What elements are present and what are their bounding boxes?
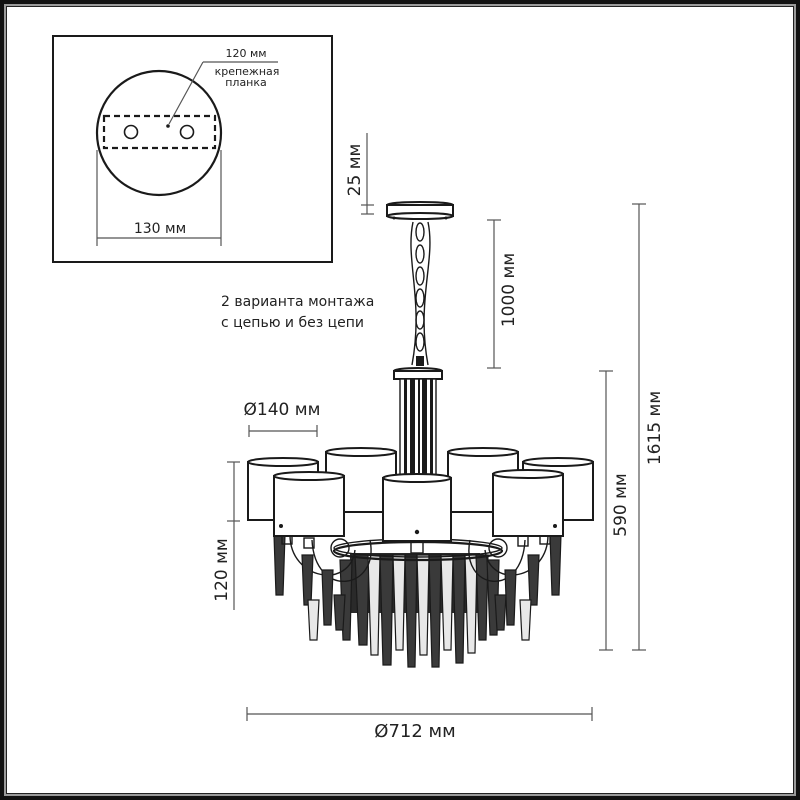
mounting-note-line1: 2 варианта монтажа xyxy=(221,294,374,310)
lamp-arms xyxy=(289,534,549,582)
shade-height-dimension: 120 мм xyxy=(212,461,240,610)
ceiling-canopy xyxy=(386,201,454,220)
total-height-label: 1615 мм xyxy=(645,391,665,465)
canopy-diameter-label: 130 мм xyxy=(134,221,186,237)
screw-hole-right xyxy=(179,124,195,140)
canopy-circle xyxy=(95,69,223,197)
inner-frame xyxy=(6,6,794,794)
chandelier-illustration xyxy=(247,201,594,668)
chain-length-label: 1000 мм xyxy=(499,253,519,327)
frame-gray-line xyxy=(4,4,796,796)
shade-diameter-label: Ø140 мм xyxy=(244,400,321,420)
center-point xyxy=(166,124,170,128)
lamp-shade-back-center-right xyxy=(447,447,519,513)
plate-caption-line1: крепежная xyxy=(215,65,280,78)
side-crystals xyxy=(273,534,562,641)
body-height-label: 590 мм xyxy=(611,473,631,537)
plate-caption-line2: планка xyxy=(225,76,267,89)
lamp-shade-front-right xyxy=(492,469,564,547)
canopy-detail-box: 120 мм крепежная планка 130 мм xyxy=(52,35,333,263)
overall-diameter-label: Ø712 мм xyxy=(374,721,455,742)
canopy-height-dimension: 25 мм xyxy=(345,133,374,215)
mounting-plate-dashed xyxy=(102,114,217,150)
canopy-height-label: 25 мм xyxy=(345,144,365,197)
screw-hole-left xyxy=(123,124,139,140)
central-column xyxy=(399,378,437,480)
mounting-note-line2: с цепью и без цепи xyxy=(221,315,364,331)
body-height-dimension: 590 мм xyxy=(599,370,631,651)
shade-height-label: 120 мм xyxy=(212,538,232,602)
chain-length-dimension: 1000 мм xyxy=(487,219,519,369)
lamp-shade-front-center xyxy=(382,473,452,554)
chandelier-ring xyxy=(332,538,504,562)
shade-diameter-dimension: Ø140 мм xyxy=(244,400,321,437)
lamp-shade-front-left xyxy=(273,471,345,549)
plate-size-label: 120 мм xyxy=(225,47,266,60)
suspension-chain xyxy=(410,221,431,366)
total-height-dimension: 1615 мм xyxy=(632,203,665,651)
overall-diameter-dimension: Ø712 мм xyxy=(246,707,593,742)
